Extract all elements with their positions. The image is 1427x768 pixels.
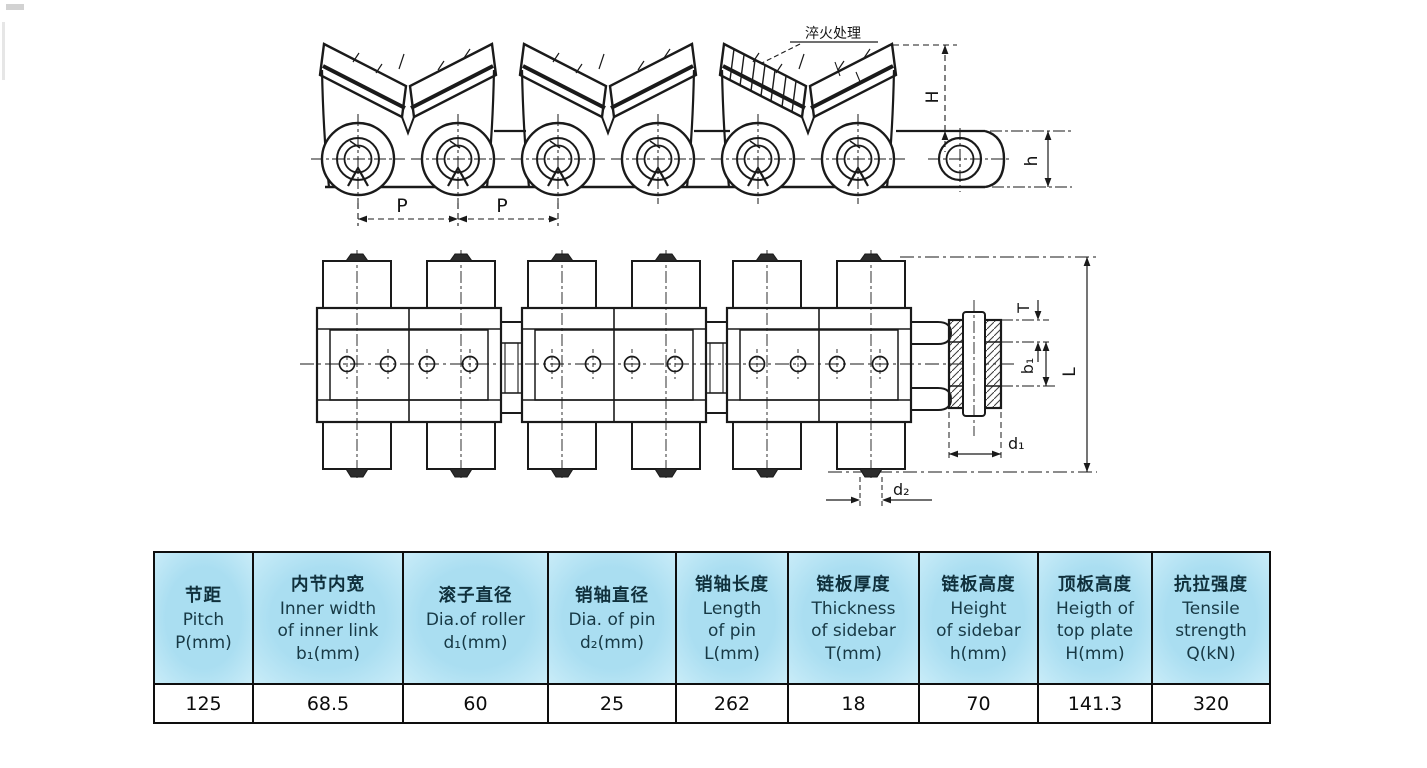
pitch-label-2: P (496, 195, 507, 217)
side-elevation-view: P P H h 淬火处理 (311, 26, 1072, 226)
header-pitch-zh: 节距 (185, 586, 222, 607)
header-sidebar-height-en: Height of sidebar h(mm) (936, 599, 1021, 664)
header-tensile-zh: 抗拉强度 (1174, 575, 1248, 596)
value-pin-length: 262 (675, 683, 789, 724)
header-thickness: 链板厚度 Thickness of sidebar T(mm) (787, 551, 920, 685)
header-plate-height-zh: 顶板高度 (1058, 575, 1132, 596)
sidebar-thickness-dimension: T (1001, 300, 1049, 362)
section-through-pin (911, 300, 1003, 436)
header-pin-length-en: Length of pin L(mm) (702, 599, 762, 664)
plan-link-unit-1 (315, 248, 503, 482)
header-pitch-en: Pitch P(mm) (175, 610, 232, 653)
plan-link-unit-2 (520, 248, 708, 482)
header-pin-length: 销轴长度 Length of pin L(mm) (675, 551, 789, 685)
hardened-surface-hatch (729, 48, 862, 113)
annotation-text: 淬火处理 (805, 26, 861, 42)
plan-view: T b₁ L d₁ d₂ (300, 248, 1097, 508)
header-sidebar-height-zh: 链板高度 (941, 575, 1016, 596)
header-pin-dia: 销轴直径 Dia. of pin d₂(mm) (547, 551, 677, 685)
spec-header-row: 节距 Pitch P(mm) 内节内宽 Inner width of inner l… (153, 551, 1271, 685)
link-unit-2 (511, 44, 705, 204)
value-inner-width: 68.5 (252, 683, 404, 724)
plan-link-unit-3 (725, 248, 913, 482)
scan-artifacts (2, 4, 24, 80)
pitch-label-1: P (396, 195, 407, 217)
header-inner-width-en: Inner width of inner link b₁(mm) (277, 599, 379, 664)
top-plate-height-dimension: H (893, 44, 957, 152)
link-unit-3 (711, 44, 905, 204)
pin-diameter-dimension: d₂ (826, 468, 932, 508)
spec-table: 节距 Pitch P(mm) 内节内宽 Inner width of inner l… (153, 551, 1271, 724)
plan-connector-1 (500, 321, 523, 414)
sidebar-thickness-label: T (1014, 303, 1033, 314)
header-roller-dia: 滚子直径 Dia.of roller d₁(mm) (402, 551, 549, 685)
annotation-leader-line (761, 43, 801, 64)
header-pin-dia-en: Dia. of pin d₂(mm) (568, 610, 656, 653)
inner-width-dimension: b₁ (1001, 342, 1056, 387)
value-sidebar-height: 70 (918, 683, 1039, 724)
roller-diameter-dimension: d₁ (948, 392, 1025, 460)
header-inner-width: 内节内宽 Inner width of inner link b₁(mm) (252, 551, 404, 685)
sidebar-height-dimension: h (990, 130, 1072, 188)
header-sidebar-height: 链板高度 Height of sidebar h(mm) (918, 551, 1039, 685)
pin-diameter-label: d₂ (893, 480, 910, 499)
header-thickness-zh: 链板厚度 (816, 575, 891, 596)
value-pitch: 125 (153, 683, 254, 724)
header-pin-length-zh: 销轴长度 (695, 575, 769, 596)
end-link-cap (984, 129, 1006, 189)
value-thickness: 18 (787, 683, 920, 724)
link-unit-1 (311, 44, 505, 204)
sidebar-height-label: h (1022, 156, 1042, 167)
header-roller-dia-zh: 滚子直径 (438, 586, 513, 607)
top-plate-height-label: H (923, 91, 943, 104)
value-plate-height: 141.3 (1037, 683, 1153, 724)
header-plate-height-en: Heigth of top plate H(mm) (1056, 599, 1134, 664)
value-pin-dia: 25 (547, 683, 677, 724)
header-pin-dia-zh: 销轴直径 (575, 586, 649, 607)
header-inner-width-zh: 内节内宽 (291, 575, 365, 596)
value-roller-dia: 60 (402, 683, 549, 724)
header-tensile-en: Tensile strength Q(kN) (1175, 599, 1247, 664)
roller-diameter-label: d₁ (1008, 434, 1025, 453)
spec-value-row: 125 68.5 60 25 262 18 70 141.3 320 (153, 683, 1271, 724)
header-plate-height: 顶板高度 Heigth of top plate H(mm) (1037, 551, 1153, 685)
pitch-dimension: P P (357, 195, 559, 226)
header-tensile: 抗拉强度 Tensile strength Q(kN) (1151, 551, 1271, 685)
header-pitch: 节距 Pitch P(mm) (153, 551, 254, 685)
header-roller-dia-en: Dia.of roller d₁(mm) (425, 610, 526, 653)
end-link-pin (928, 128, 1012, 192)
surface-treatment-annotation: 淬火处理 (761, 26, 878, 64)
plan-connector-2 (705, 321, 728, 414)
value-tensile: 320 (1151, 683, 1271, 724)
pin-length-label: L (1060, 367, 1080, 377)
header-thickness-en: Thickness of sidebar T(mm) (811, 599, 896, 664)
inner-width-label: b₁ (1018, 358, 1037, 375)
